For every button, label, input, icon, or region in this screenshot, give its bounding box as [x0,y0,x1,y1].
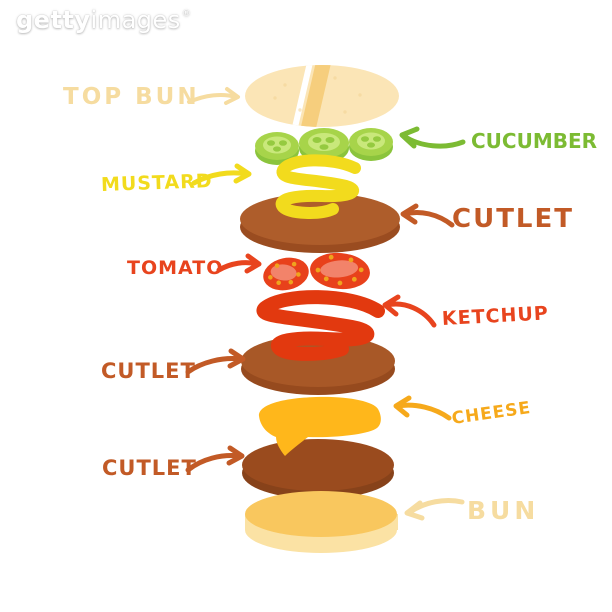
cutlet-middle-label: CUTLET [101,359,196,383]
getty-watermark-bold: getty [16,6,91,34]
getty-watermark: gettyimages® [16,6,191,34]
mustard-squiggle-graphic [275,154,361,219]
bottom-bun-graphic [245,491,398,553]
cutlet-bottom-label: CUTLET [102,456,197,480]
cheese-arrow [393,395,452,421]
tomato-slices-graphic [263,252,370,291]
bun-arrow [404,497,465,521]
cutlet-bottom-arrow [185,445,245,473]
cutlet-bottom-graphic [242,439,394,499]
tomato-label: TOMATO [127,257,224,279]
cucumber-arrow [399,126,466,149]
cutlet-top-graphic [240,193,400,253]
cutlet-middle-arrow [185,348,246,375]
top-bun-label: TOP BUN [63,84,200,110]
cutlet-top-arrow [400,203,455,228]
cutlet-top-label: CUTLET [452,204,574,234]
bun-label: BUN [467,496,540,525]
getty-watermark-light: images [90,6,181,34]
tomato-arrow [216,253,262,274]
mustard-label: MUSTARD [100,170,213,196]
cucumber-label: CUCUMBER [471,129,598,153]
mustard-arrow [191,163,252,186]
top-bun-graphic [245,65,399,127]
top-bun-arrow [187,87,240,105]
cheese-slice-graphic [258,396,381,456]
registered-mark-icon: ® [181,9,192,19]
ketchup-arrow [382,294,437,328]
ketchup-squiggle-graphic [256,290,385,361]
